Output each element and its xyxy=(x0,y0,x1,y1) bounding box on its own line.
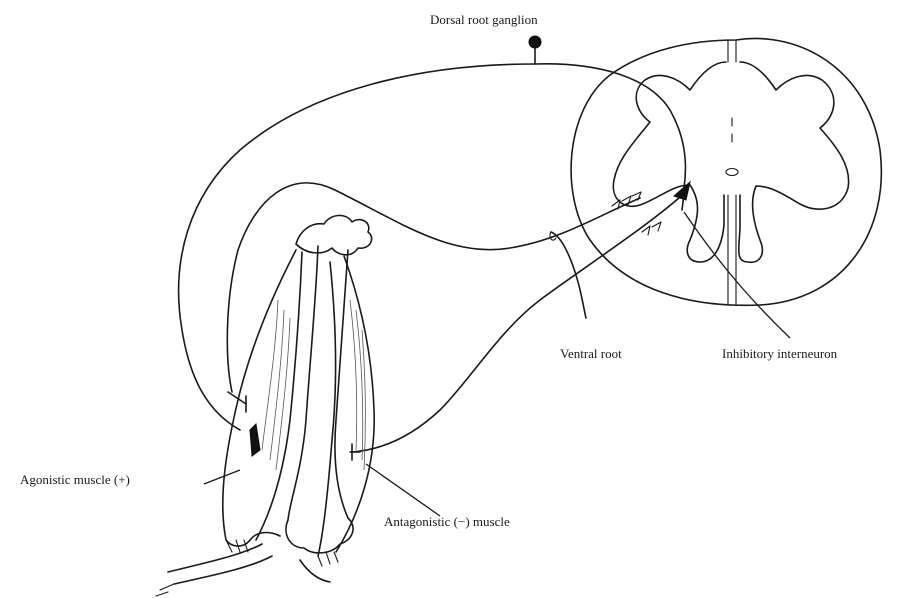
label-ventral-root: Ventral root xyxy=(560,346,622,361)
agonist-motor-ending xyxy=(250,424,260,456)
ganglion-cell-body xyxy=(529,36,541,48)
limb-illustration xyxy=(156,215,374,596)
ventral-root-shape xyxy=(550,232,586,318)
sensory-neuron xyxy=(179,36,686,430)
leader-interneuron xyxy=(684,212,790,338)
label-agonistic-muscle: Agonistic muscle (+) xyxy=(20,472,130,487)
motor-neuron-antagonist xyxy=(352,190,688,452)
label-antagonistic-muscle: Antagonistic (−) muscle xyxy=(384,514,510,529)
label-inhibitory-interneuron: Inhibitory interneuron xyxy=(722,346,838,361)
leader-antagonistic xyxy=(366,464,440,516)
label-dorsal-root-ganglion: Dorsal root ganglion xyxy=(430,12,538,27)
antagonist-motor-ending xyxy=(350,444,360,460)
leader-agonistic xyxy=(204,470,240,484)
spinal-cord-cross-section xyxy=(571,38,881,305)
